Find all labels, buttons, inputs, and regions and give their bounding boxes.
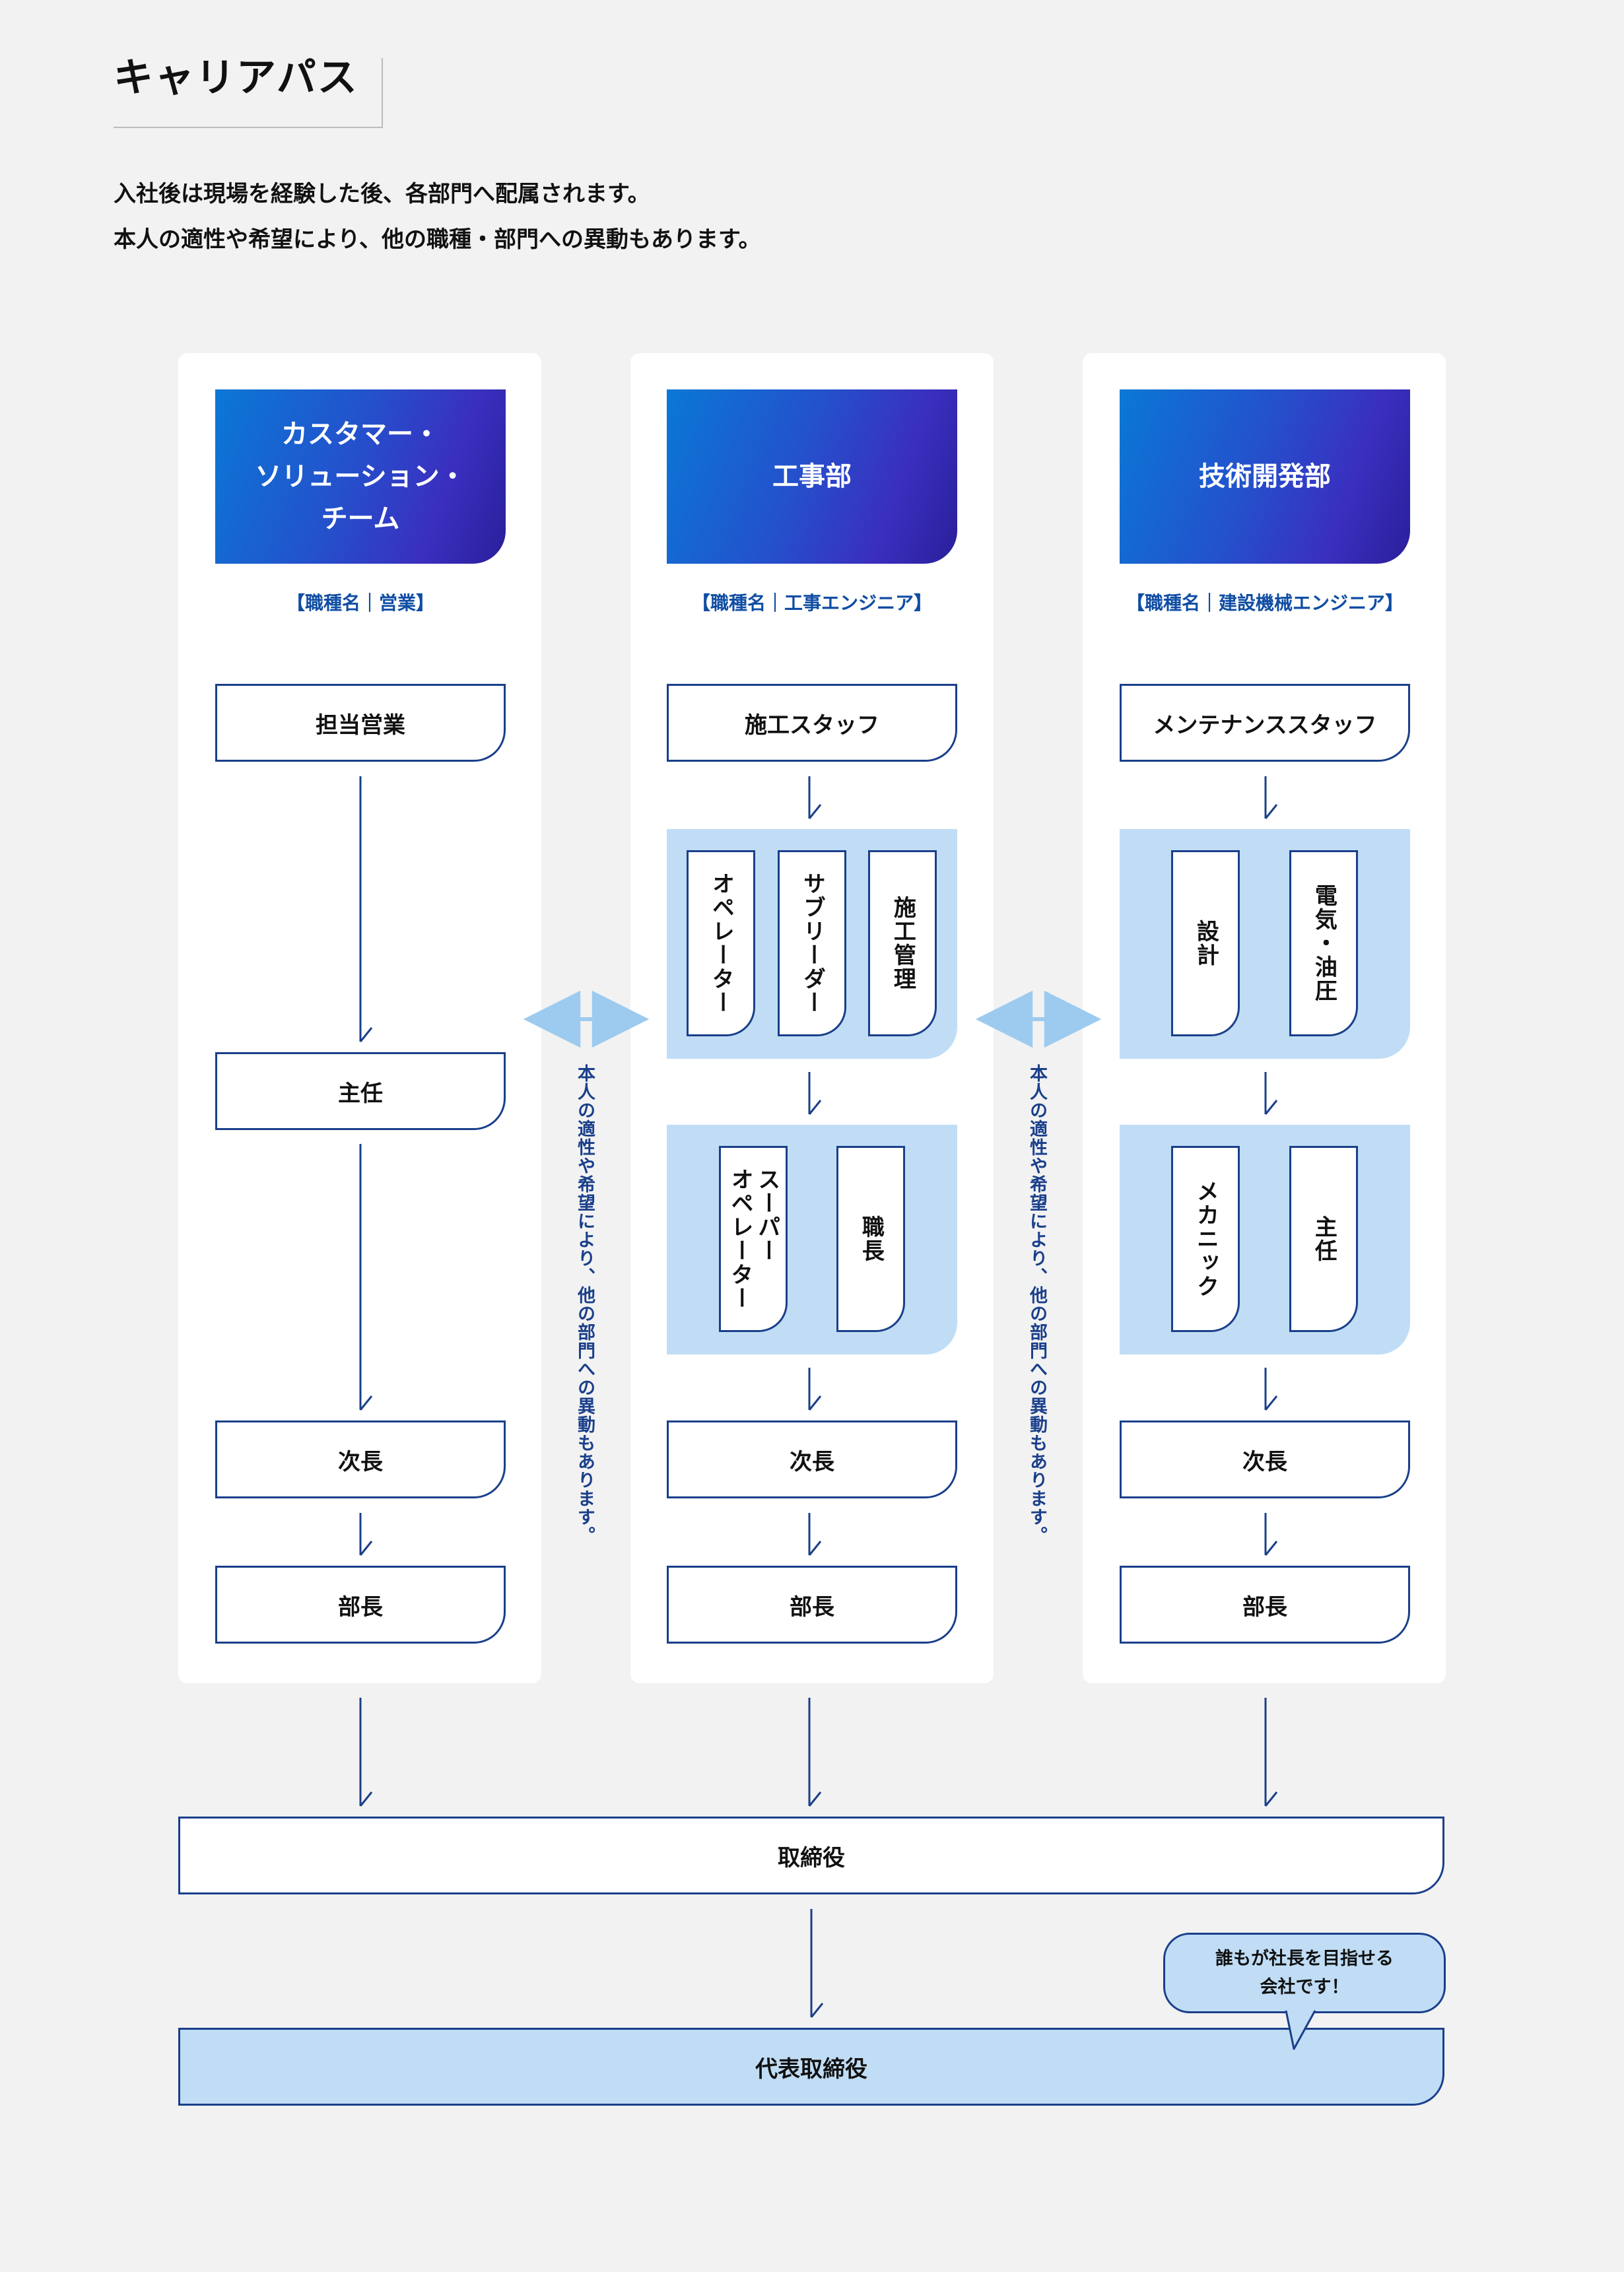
arrow-group bbox=[359, 776, 1278, 2018]
down-arrow bbox=[1264, 776, 1278, 819]
dept-header-sales: カスタマー・ ソリューション・ チーム bbox=[215, 389, 506, 564]
title-frame bbox=[114, 58, 383, 128]
role-box-vertical: オペレーター bbox=[687, 850, 755, 1036]
role-box: 施工スタッフ bbox=[667, 684, 957, 762]
transfer-note: 本人の適性や希望により、他の部門への異動もあります。 bbox=[1027, 1064, 1047, 1545]
role-box-vertical: 職長 bbox=[836, 1146, 905, 1332]
role-box: 部長 bbox=[667, 1566, 957, 1644]
down-arrow bbox=[1264, 1368, 1278, 1411]
role-group bbox=[1120, 829, 1410, 1059]
down-arrow bbox=[359, 1513, 373, 1556]
president-box: 代表取締役 bbox=[178, 2028, 1444, 2106]
role-box-vertical: サブリーダー bbox=[778, 850, 846, 1036]
role-box: 次長 bbox=[667, 1420, 957, 1498]
down-arrow bbox=[359, 776, 373, 1042]
role-box-vertical: メカニック bbox=[1171, 1146, 1240, 1332]
role-box-vertical: 施工管理 bbox=[868, 850, 937, 1036]
down-arrow bbox=[808, 776, 822, 819]
dept-header-tech-dev: 技術開発部 bbox=[1120, 389, 1410, 564]
role-box: 次長 bbox=[215, 1420, 506, 1498]
down-arrow bbox=[808, 1513, 822, 1556]
intro-line-2: 本人の適性や希望により、他の職種・部門への異動もあります。 bbox=[114, 226, 761, 253]
down-arrow bbox=[808, 1698, 822, 1807]
role-box: 主任 bbox=[215, 1052, 506, 1130]
page-title: キャリアパス bbox=[114, 55, 358, 101]
bubble-tail bbox=[1285, 2010, 1316, 2050]
job-label-construction: 【職種名｜工事エンジニア】 bbox=[691, 592, 932, 614]
down-arrow bbox=[1264, 1698, 1278, 1807]
down-arrow bbox=[808, 1072, 822, 1115]
transfer-note: 本人の適性や希望により、他の部門への異動もあります。 bbox=[574, 1064, 595, 1545]
down-arrow bbox=[1264, 1513, 1278, 1556]
down-arrow bbox=[1264, 1072, 1278, 1115]
job-label-sales: 【職種名｜営業】 bbox=[286, 592, 434, 614]
role-box: 部長 bbox=[215, 1566, 506, 1644]
role-box-vertical: 電気・油圧 bbox=[1289, 850, 1358, 1036]
down-arrow bbox=[810, 1909, 824, 2018]
down-arrow bbox=[359, 1144, 373, 1411]
role-box: 部長 bbox=[1120, 1566, 1410, 1644]
role-box: 次長 bbox=[1120, 1420, 1410, 1498]
role-box: メンテナンススタッフ bbox=[1120, 684, 1410, 762]
board-box: 取締役 bbox=[178, 1817, 1444, 1894]
down-arrow bbox=[359, 1698, 373, 1807]
role-box-vertical: 設計 bbox=[1171, 850, 1240, 1036]
intro-line-1: 入社後は現場を経験した後、各部門へ配属されます。 bbox=[114, 181, 650, 207]
role-group bbox=[1120, 1125, 1410, 1354]
role-box-vertical: スーパー オペレーター bbox=[719, 1146, 788, 1332]
dept-header-construction: 工事部 bbox=[667, 389, 957, 564]
job-label-tech-dev: 【職種名｜建設機械エンジニア】 bbox=[1126, 592, 1404, 614]
role-group bbox=[667, 1125, 957, 1354]
role-box: 担当営業 bbox=[215, 684, 506, 762]
down-arrow bbox=[808, 1368, 822, 1411]
speech-bubble: 誰もが社長を目指せる 会社です！ bbox=[1163, 1933, 1446, 2013]
role-box-vertical: 主任 bbox=[1289, 1146, 1358, 1332]
